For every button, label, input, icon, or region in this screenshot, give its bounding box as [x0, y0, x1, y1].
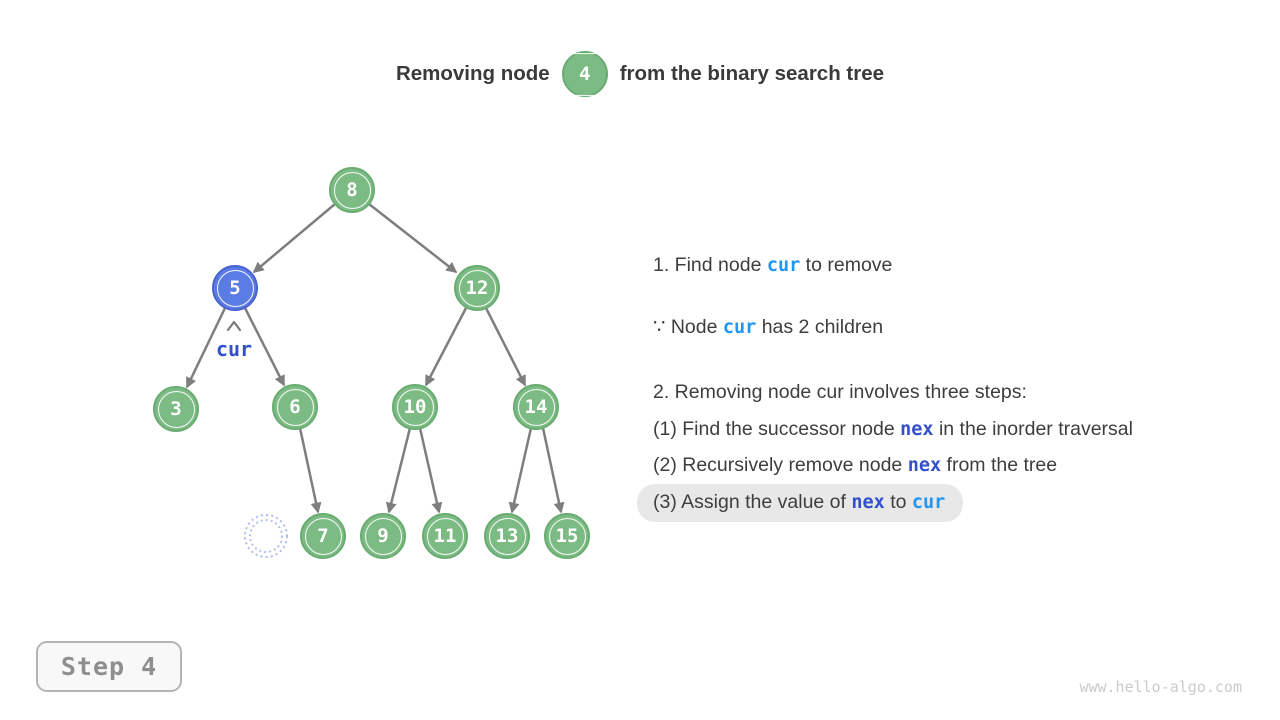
tree-node-11: 11 [422, 513, 468, 559]
watermark: www.hello-algo.com [1079, 678, 1242, 696]
edge-5-6 [243, 307, 286, 387]
note-text: 1. Find node [653, 254, 767, 276]
keyword-cur: cur [766, 255, 801, 276]
tree-node-8: 8 [329, 167, 375, 213]
node-value: 7 [317, 525, 329, 547]
node-value: 9 [377, 525, 389, 547]
title-node-circle: 4 [561, 51, 608, 97]
node-value: 6 [289, 396, 301, 418]
cur-pointer-label: cur [215, 337, 253, 361]
tree-node-13: 13 [484, 513, 530, 559]
node-value: 12 [465, 277, 489, 299]
tree-node-6: 6 [272, 384, 318, 430]
edge-12-14 [484, 307, 527, 387]
note-line-4: (1) Find the successor node nex in the i… [653, 416, 1133, 443]
tree-node-15: 15 [544, 513, 590, 559]
edge-8-5 [252, 203, 336, 274]
note-text: to [884, 491, 912, 513]
keyword-nex: nex [851, 492, 885, 513]
tree-node-14: 14 [513, 384, 559, 430]
tree-edges [185, 203, 565, 514]
tree-node-5-cur: 5 [212, 265, 258, 311]
edge-14-15 [541, 427, 565, 514]
tree-node-3: 3 [153, 386, 199, 432]
step-badge: Step 4 [36, 641, 182, 692]
note-line-5: (2) Recursively remove node nex from the… [653, 452, 1057, 479]
note-line-2: ∵ Node cur has 2 children [653, 314, 883, 341]
note-text: has 2 children [756, 316, 884, 338]
node-value: 3 [170, 398, 182, 420]
note-text: ∵ Node [653, 316, 723, 338]
node-value: 11 [433, 525, 457, 547]
keyword-cur: cur [911, 492, 946, 513]
node-value: 13 [495, 525, 519, 547]
removed-node-dotted-circle [244, 514, 288, 558]
note-text: from the tree [941, 454, 1058, 476]
tree-node-10: 10 [392, 384, 438, 430]
node-value: 5 [229, 277, 241, 299]
note-text: to remove [800, 254, 893, 276]
edge-5-3 [185, 307, 227, 389]
cur-pointer-caret-icon [226, 320, 242, 332]
edge-6-7 [298, 427, 322, 514]
note-line-1: 1. Find node cur to remove [653, 252, 892, 279]
edge-8-12 [368, 203, 458, 274]
tree-node-7: 7 [300, 513, 346, 559]
edge-14-13 [508, 427, 533, 514]
tree-node-12: 12 [454, 265, 500, 311]
tree-edges-layer [185, 203, 565, 558]
edge-10-9 [385, 427, 412, 514]
keyword-nex: nex [900, 419, 934, 440]
note-line-3: 2. Removing node cur involves three step… [653, 381, 1027, 403]
node-value: 10 [403, 396, 427, 418]
edge-10-11 [418, 427, 443, 514]
node-value: 14 [524, 396, 548, 418]
note-text: (1) Find the successor node [653, 418, 901, 440]
note-text: (3) Assign the value of [653, 491, 852, 513]
keyword-cur: cur [722, 317, 757, 338]
node-value: 15 [555, 525, 579, 547]
note-text: (2) Recursively remove node [653, 454, 908, 476]
edge-12-10 [424, 307, 468, 387]
note-text: in the inorder traversal [933, 418, 1133, 440]
page-title: Removing node 4 from the binary search t… [0, 50, 1280, 98]
node-value: 8 [346, 179, 358, 201]
keyword-nex: nex [907, 455, 942, 476]
note-line-6-highlighted: (3) Assign the value of nex to cur [637, 484, 964, 522]
tree-node-9: 9 [360, 513, 406, 559]
